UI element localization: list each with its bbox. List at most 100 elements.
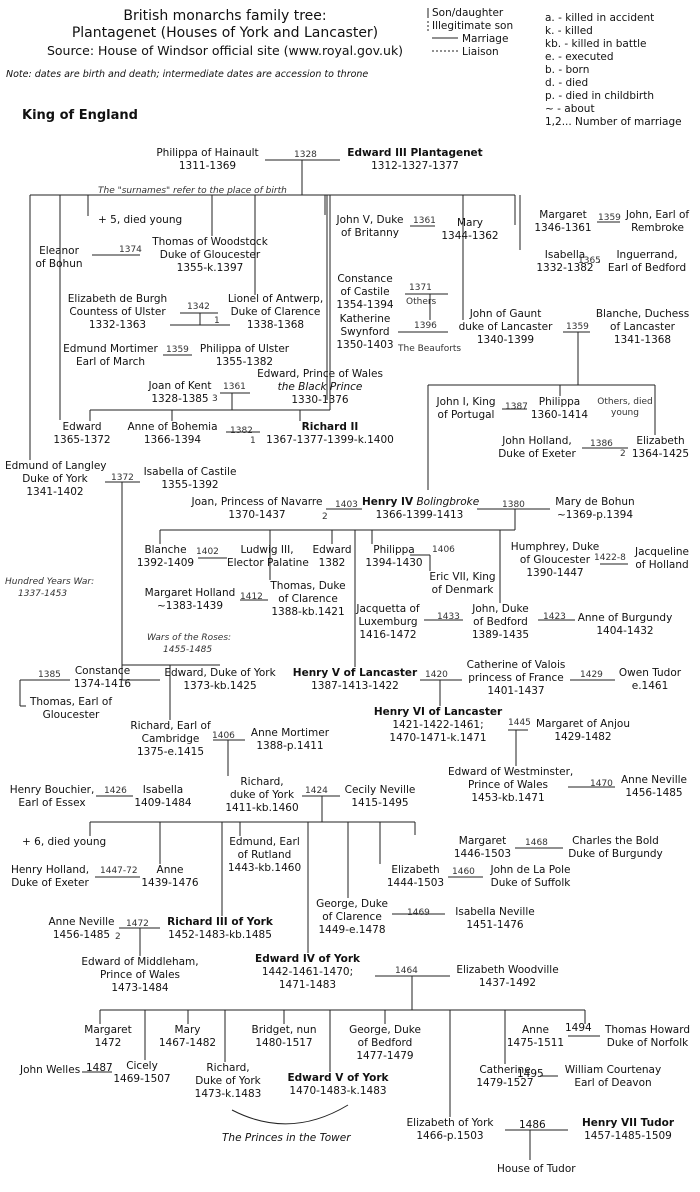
n1: Katherine xyxy=(339,313,391,325)
n1: Mary xyxy=(456,217,484,229)
n2: Earl of March xyxy=(75,356,146,368)
n2: 1446-1503 xyxy=(453,848,512,860)
n2: duke of Lancaster xyxy=(458,321,553,333)
legend-illegitimate: Illegitimate son xyxy=(432,20,514,32)
n2: Duke of Clarence xyxy=(230,306,321,318)
name: Edward IV of York xyxy=(255,953,360,965)
n2: young xyxy=(611,408,639,418)
n2: 1456-1485 xyxy=(52,929,111,941)
n2: 1355-1382 xyxy=(215,356,274,368)
legend-k: k. - killed xyxy=(545,25,593,37)
n1: Philippa of Ulster xyxy=(199,343,290,355)
n2: Elector Palatine xyxy=(227,557,309,569)
princes-arrow xyxy=(231,1104,349,1125)
name: Henry VI of Lancaster xyxy=(373,706,503,718)
marriage-1433: 1433 xyxy=(437,612,460,622)
marriage-1361a: 1361 xyxy=(413,216,436,226)
n1: Mary de Bohun xyxy=(555,496,635,508)
n1: John, Earl of xyxy=(625,209,690,221)
marriage-num-2: 2 xyxy=(620,449,626,459)
legend-kb: kb. - killed in battle xyxy=(545,38,647,50)
n1: Blanche xyxy=(144,544,187,556)
n1: Mary xyxy=(174,1024,201,1036)
n2: Rembroke xyxy=(631,222,684,234)
n2: 1388-p.1411 xyxy=(256,740,324,752)
n2: of Portugal xyxy=(437,409,495,421)
n2: Countess of Ulster xyxy=(69,306,166,318)
name: Henry VII Tudor xyxy=(581,1117,675,1129)
n1: Eric VII, King xyxy=(429,571,496,583)
n3: 1473-1484 xyxy=(111,982,169,994)
n2: 1469-1507 xyxy=(113,1073,171,1085)
n3: 1390-1447 xyxy=(526,567,584,579)
n1: Margaret of Anjou xyxy=(535,718,631,730)
n2: 1466-p.1503 xyxy=(416,1130,484,1142)
dates-note: Note: dates are birth and death; interme… xyxy=(6,69,369,80)
n1: Elizabeth of York xyxy=(406,1117,494,1129)
wars-of-roses-dates: 1455-1485 xyxy=(163,645,213,655)
legend-number: 1,2... Number of marriage xyxy=(545,116,682,128)
n1: Anne of Burgundy xyxy=(577,612,673,624)
n1: Ludwig III, xyxy=(240,544,294,556)
n2: 1355-1392 xyxy=(161,479,219,491)
marriage-1464: 1464 xyxy=(395,966,418,976)
n2: 1365-1372 xyxy=(53,434,111,446)
legend-about: ~ - about xyxy=(545,103,595,115)
n1: Others, died xyxy=(597,397,653,407)
n1: George, Duke xyxy=(349,1024,421,1036)
n1: Isabella xyxy=(142,784,184,796)
n2: 1409-1484 xyxy=(134,797,192,809)
marriage-1374: 1374 xyxy=(119,245,142,255)
n2: of Denmark xyxy=(431,584,494,596)
n2: Duke of Suffolk xyxy=(490,877,571,889)
marriage-1447-72: 1447-72 xyxy=(100,866,138,876)
john-holland: John Holland,Duke of Exeter xyxy=(492,435,582,461)
n1: Philippa xyxy=(373,544,415,556)
surnames-note: The "surnames" refer to the place of bir… xyxy=(98,186,287,196)
n1: George, Duke xyxy=(316,898,388,910)
marriage-1387: 1387 xyxy=(505,402,528,412)
n2: of Castile xyxy=(340,286,390,298)
n2: 1332-1382 xyxy=(536,262,594,274)
n2: 1437-1492 xyxy=(478,977,537,989)
marriage-1382: 1382 xyxy=(230,426,253,436)
name: Edward III Plantagenet xyxy=(347,147,483,159)
n1: Lionel of Antwerp, xyxy=(227,293,324,305)
n1: John I, King xyxy=(436,396,496,408)
n2: Duke of Exeter xyxy=(11,877,89,889)
n2: of Holland xyxy=(635,559,689,571)
n1: Edmund of Langley xyxy=(5,460,107,472)
marriage-num-3: 3 xyxy=(212,394,218,404)
n1: Blanche, Duchess xyxy=(595,308,690,320)
n2: 1373-kb.1425 xyxy=(183,680,257,692)
n1: Jacqueline xyxy=(634,546,690,558)
n2: 1479-1527 xyxy=(476,1077,534,1089)
n2: 1451-1476 xyxy=(466,919,524,931)
n1: Elizabeth xyxy=(391,864,440,876)
n3: 1453-kb.1471 xyxy=(471,792,545,804)
n1: Philippa xyxy=(538,396,581,408)
name: Philippa of Hainault xyxy=(156,147,259,159)
n1: Anne Neville xyxy=(48,916,115,928)
legend-marriage: Marriage xyxy=(462,33,509,45)
dates: 1452-1483-kb.1485 xyxy=(168,929,272,941)
